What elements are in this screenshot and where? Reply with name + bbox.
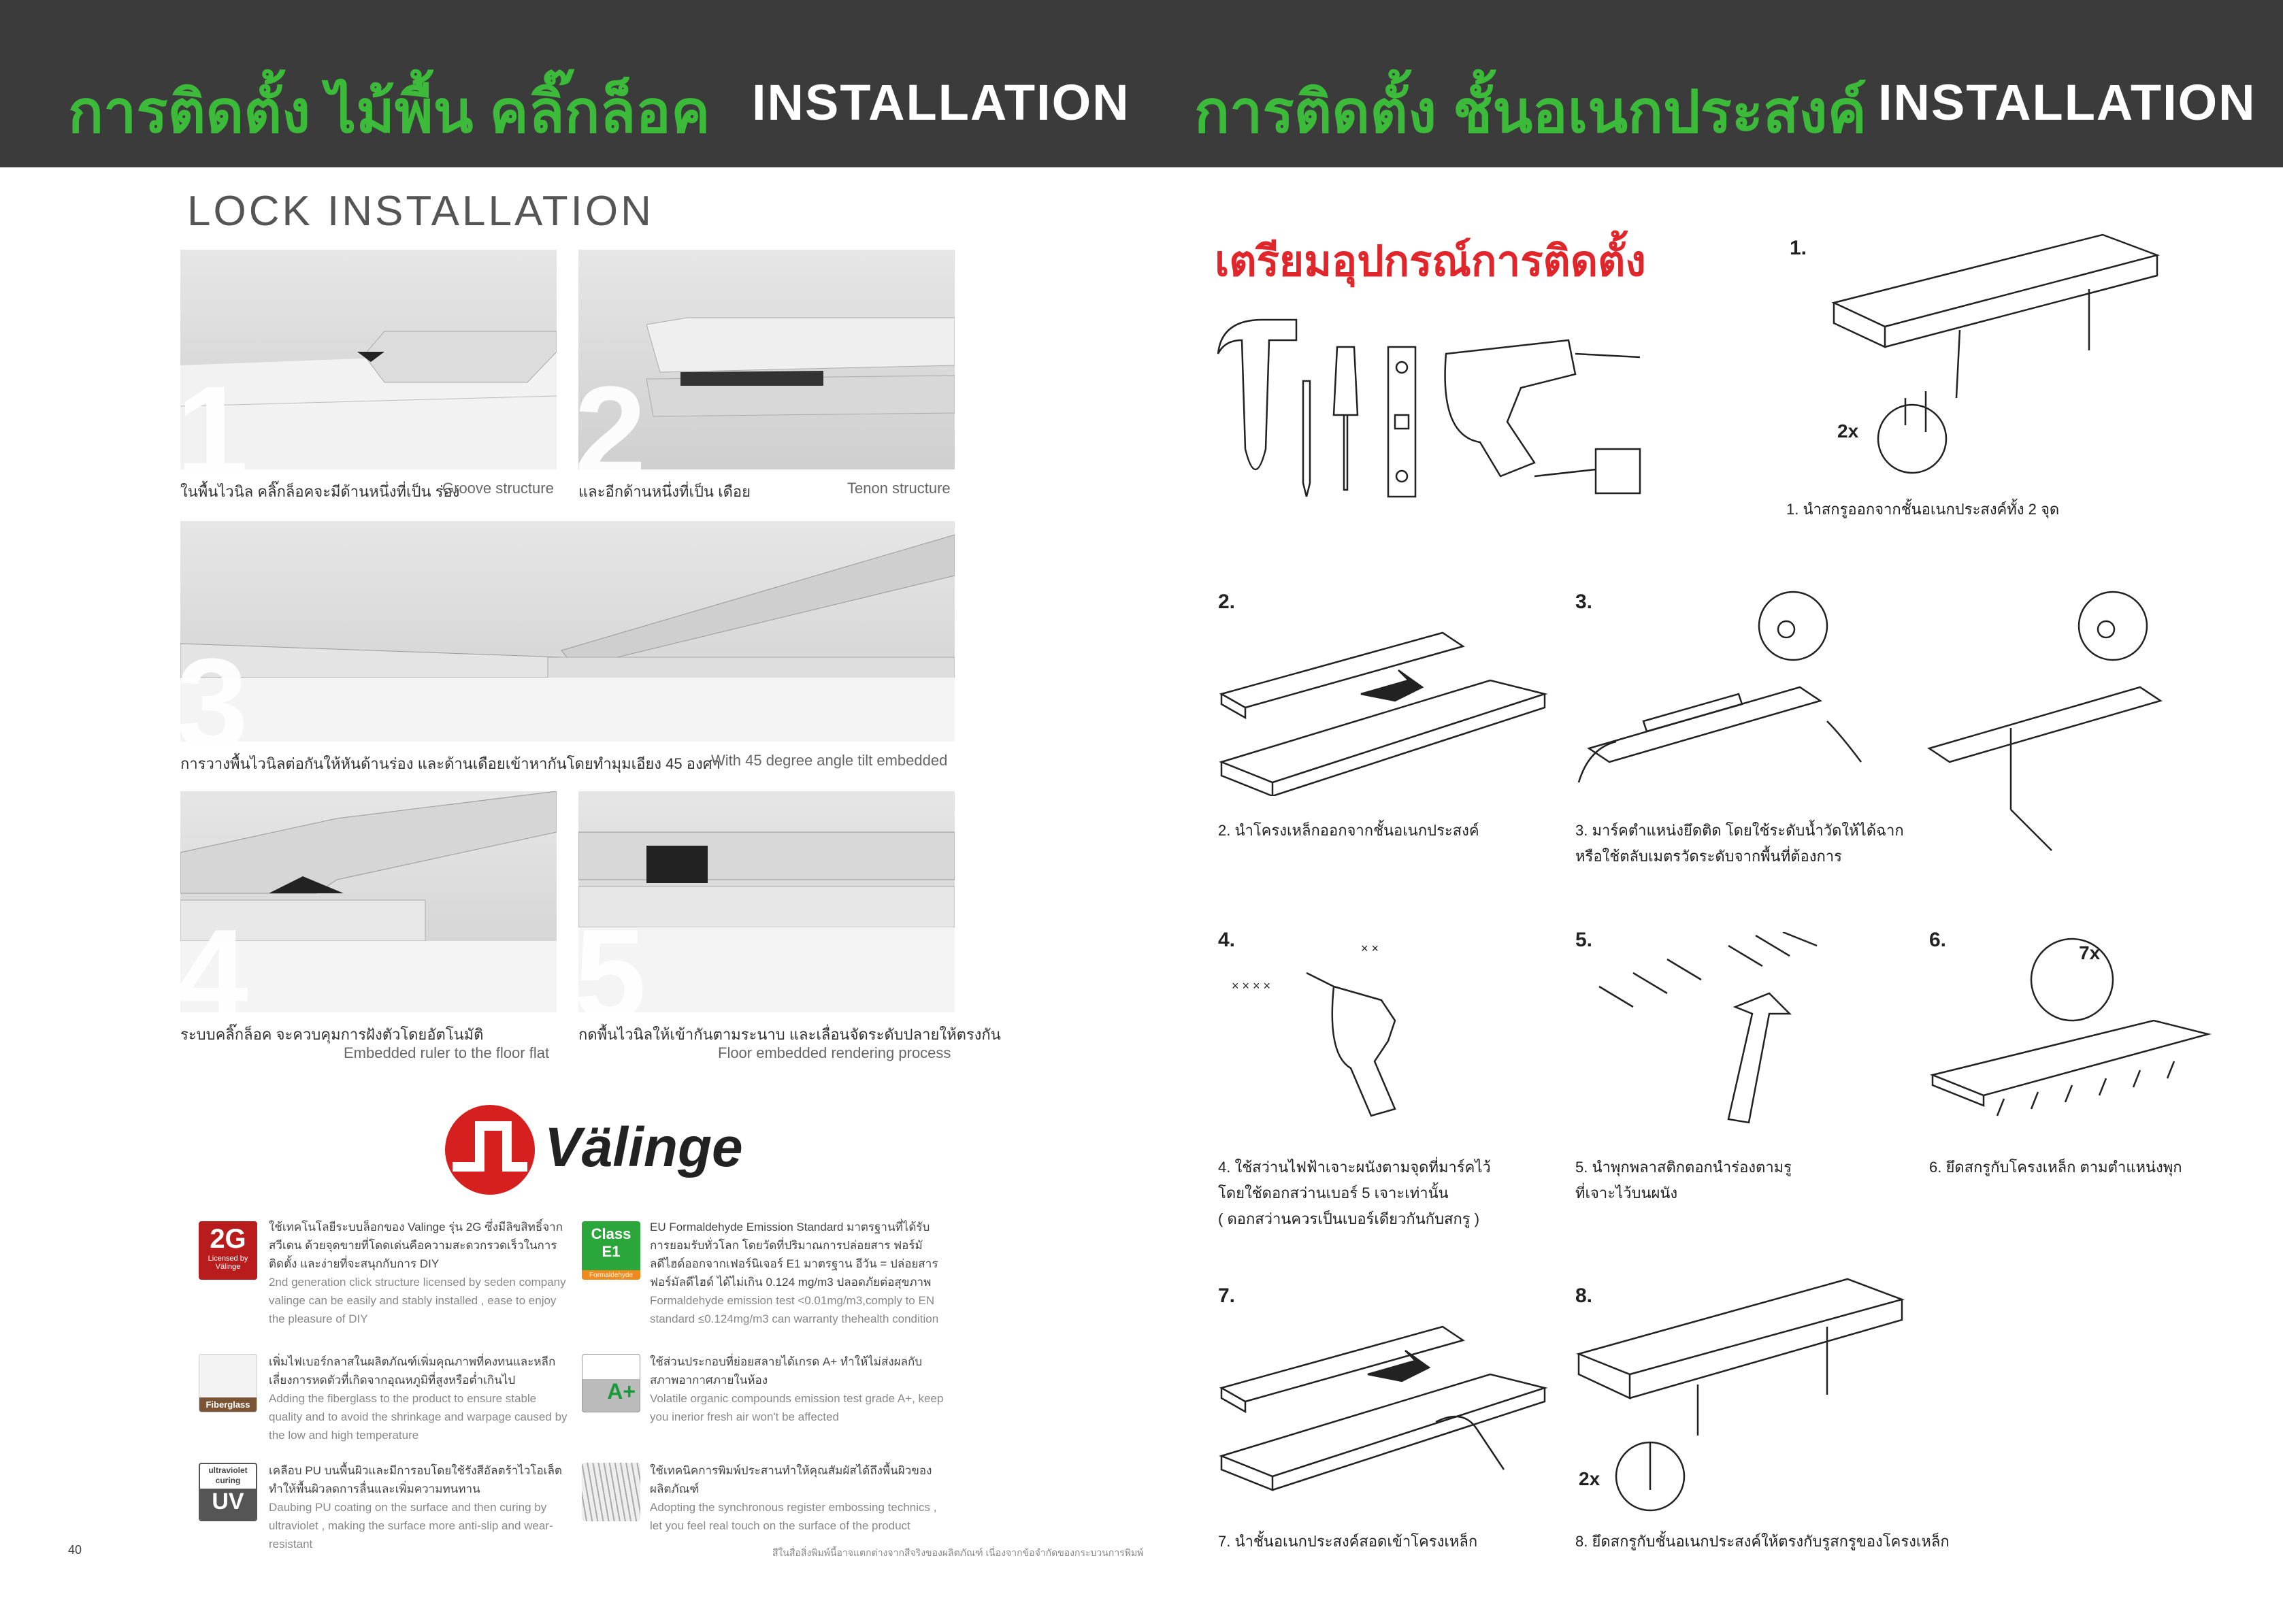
step-6-quantity: 7x bbox=[2079, 942, 2101, 963]
feature-fiberglass: เพิ่มไฟเบอร์กลาสในผลิตภัณฑ์เพิ่มคุณภาพที… bbox=[269, 1355, 568, 1442]
valinge-logo: Välinge bbox=[439, 1102, 743, 1197]
feature-embossing: ใช้เทคนิคการพิมพ์ประสานทำให้คุณสัมผัสได้… bbox=[650, 1464, 937, 1532]
drill-icon bbox=[1444, 339, 1641, 478]
feature-2g: ใช้เทคโนโลยีระบบล็อกของ Valinge รุ่น 2G … bbox=[269, 1221, 566, 1325]
step-4-number: 4. bbox=[1218, 929, 1236, 951]
a-plus-air-icon: A+ bbox=[582, 1354, 640, 1412]
right-title-en: INSTALLATION bbox=[1878, 74, 2256, 131]
step-6-number: 6. bbox=[1929, 929, 1947, 951]
step-3-illustration bbox=[1577, 591, 2163, 851]
panel-1-caption-en: Groove structure bbox=[442, 480, 554, 497]
left-title-th: การติดตั้ง ไม้พื้น คลิ๊กล็อค bbox=[68, 80, 710, 145]
panel-5-caption-th: กดพื้นไวนิลให้เข้ากันตามระนาบ และเลื่อนจ… bbox=[578, 1026, 1001, 1043]
fiberglass-icon: Fiberglass bbox=[199, 1354, 257, 1412]
screwdriver-icon bbox=[1332, 346, 1359, 491]
step-8-quantity: 2x bbox=[1579, 1468, 1600, 1489]
step-4-illustration: × × × × × × bbox=[1232, 942, 1396, 1117]
valinge-mark-icon bbox=[445, 1105, 535, 1195]
lock-panel-1: 1 bbox=[180, 250, 557, 469]
page-header: การติดตั้ง ไม้พื้น คลิ๊กล็อค INSTALLATIO… bbox=[0, 0, 2283, 167]
step-5-illustration bbox=[1598, 932, 1818, 1124]
step-6-caption: 6. ยึดสกรูกับโครงเหล็ก ตามตำแหน่งพุก bbox=[1929, 1159, 2182, 1176]
step-8-illustration bbox=[1576, 1278, 1905, 1512]
panel-5-caption-en: Floor embedded rendering process bbox=[718, 1044, 951, 1061]
lock-panel-3: 3 bbox=[180, 521, 955, 742]
step-7-caption: 7. นำชั้นอเนกประสงค์สอดเข้าโครงเหล็ก bbox=[1218, 1533, 1478, 1550]
lock-panel-4: 4 bbox=[180, 791, 557, 1012]
embedded-illustration bbox=[180, 791, 557, 1012]
feature-a-plus: ใช้ส่วนประกอบที่ย่อยสลายได้เกรด A+ ทำให้… bbox=[650, 1355, 944, 1423]
svg-text:× ×: × × bbox=[1361, 942, 1379, 955]
step-1-illustration bbox=[1831, 233, 2161, 474]
hammer-icon bbox=[1217, 318, 1298, 471]
step-number: 1 bbox=[180, 360, 248, 469]
step-1-number: 1. bbox=[1790, 237, 1807, 259]
pencil-icon bbox=[1302, 380, 1311, 497]
step-7-number: 7. bbox=[1218, 1285, 1236, 1307]
step-number: 4 bbox=[180, 903, 248, 1012]
panel-1-caption-th: ในพื้นไวนิล คลิ๊กล็อคจะมีด้านหนึ่งที่เป็… bbox=[180, 483, 460, 500]
brand-name: Välinge bbox=[544, 1116, 743, 1178]
angle-tilt-illustration bbox=[180, 534, 955, 742]
feature-uv: เคลือบ PU บนพื้นผิวและมีการอบโดยใช้รังสี… bbox=[269, 1464, 562, 1551]
panel-2-caption-th: และอีกด้านหนึ่งที่เป็น เดือย bbox=[578, 483, 751, 500]
panel-3-caption-en: With 45 degree angle tilt embedded bbox=[711, 752, 948, 769]
panel-4-caption-th: ระบบคลิ๊กล็อค จะควบคุมการฝังตัวโดยอัตโนม… bbox=[180, 1026, 484, 1043]
right-title-th: การติดตั้ง ชั้นอเนกประสงค์ bbox=[1194, 80, 1867, 145]
flat-illustration bbox=[578, 831, 955, 1012]
step-6-illustration bbox=[1929, 938, 2212, 1116]
step-5-caption: 5. นำพุกพลาสติกตอกนำร่องตามรูที่เจาะไว้บ… bbox=[1575, 1159, 1792, 1202]
page-number: 40 bbox=[68, 1543, 82, 1557]
step-8-caption: 8. ยึดสกรูกับชั้นอเนกประสงค์ให้ตรงกับรูส… bbox=[1575, 1533, 1950, 1550]
tools-illustration bbox=[1217, 318, 1641, 498]
svg-text:× × × ×: × × × × bbox=[1232, 979, 1270, 993]
step-7-illustration bbox=[1219, 1325, 1548, 1491]
wood-grain-icon bbox=[582, 1463, 640, 1521]
step-4-caption: 4. ใช้สว่านไฟฟ้าเจาะผนังตามจุดที่มาร์คไว… bbox=[1218, 1159, 1491, 1227]
lock-panel-2: 2 bbox=[578, 250, 955, 469]
print-disclaimer: สีในสื่อสิ่งพิมพ์นี้อาจแตกต่างจากสีจริงข… bbox=[772, 1547, 1144, 1558]
panel-3-caption-th: การวางพื้นไวนิลต่อกันให้หันด้านร่อง และด… bbox=[180, 755, 721, 772]
lock-installation-title: LOCK INSTALLATION bbox=[187, 188, 654, 235]
feature-e1: EU Formaldehyde Emission Standard มาตรฐา… bbox=[650, 1221, 939, 1325]
step-number: 3 bbox=[180, 632, 248, 742]
groove-illustration bbox=[180, 331, 557, 469]
tools-title: เตรียมอุปกรณ์การติดตั้ง bbox=[1215, 238, 1646, 285]
step-8-number: 8. bbox=[1575, 1285, 1593, 1307]
step-2-caption: 2. นำโครงเหล็กออกจากชั้นอเนกประสงค์ bbox=[1218, 822, 1479, 839]
left-title-en: INSTALLATION bbox=[752, 74, 1130, 131]
step-number: 5 bbox=[578, 903, 646, 1012]
tape-measure-icon bbox=[1534, 448, 1641, 495]
tenon-illustration bbox=[646, 317, 955, 417]
step-3-number: 3. bbox=[1575, 591, 1593, 613]
panel-2-caption-en: Tenon structure bbox=[847, 480, 951, 497]
step-number: 2 bbox=[578, 360, 646, 469]
step-1-quantity: 2x bbox=[1837, 420, 1859, 442]
step-2-number: 2. bbox=[1218, 591, 1236, 613]
step-1-caption: 1. นำสกรูออกจากชั้นอเนกประสงค์ทั้ง 2 จุด bbox=[1786, 501, 2060, 518]
step-5-number: 5. bbox=[1575, 929, 1593, 951]
step-2-illustration bbox=[1219, 631, 1548, 796]
spirit-level-icon bbox=[1387, 346, 1417, 498]
panel-4-caption-en: Embedded ruler to the floor flat bbox=[344, 1044, 550, 1061]
step-3-caption: 3. มาร์คตำแหน่งยึดติด โดยใช้ระดับน้ำวัดใ… bbox=[1575, 822, 1904, 865]
lock-panel-5: 5 bbox=[578, 791, 955, 1012]
